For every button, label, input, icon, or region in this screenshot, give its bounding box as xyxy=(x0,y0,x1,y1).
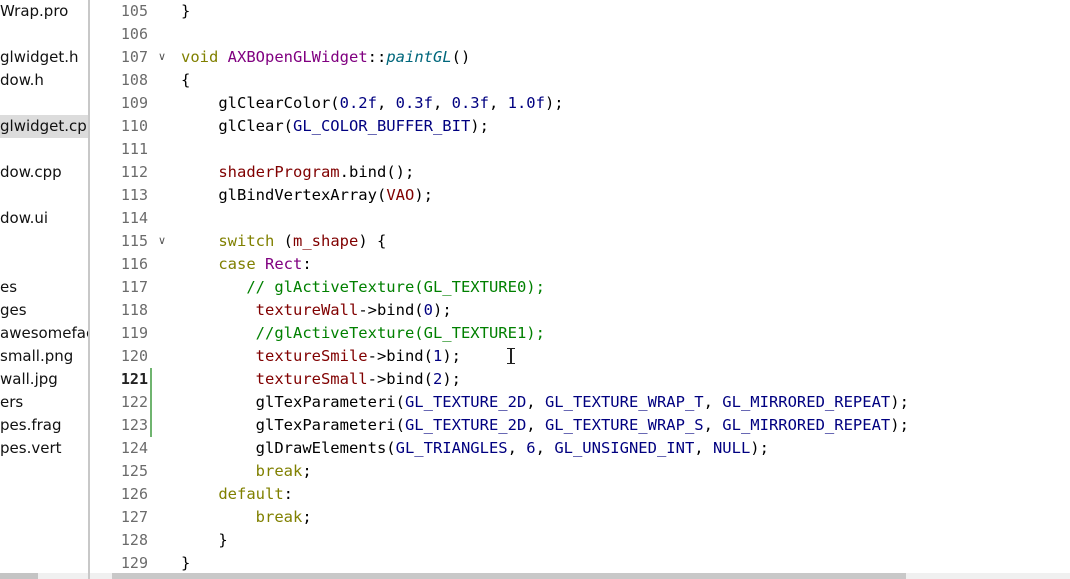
file-item[interactable]: small.png xyxy=(0,347,74,365)
change-marker xyxy=(150,414,152,437)
line-number: 105 xyxy=(120,2,148,20)
line-number: 115 xyxy=(120,232,148,250)
code-line[interactable]: } xyxy=(181,554,191,572)
chevron-down-icon[interactable]: ∨ xyxy=(157,235,167,247)
code-line[interactable]: textureSmall->bind(2); xyxy=(255,370,461,388)
line-number: 116 xyxy=(120,255,148,273)
code-line[interactable]: default: xyxy=(218,485,293,503)
file-item[interactable]: awesomefac xyxy=(0,324,88,342)
text-cursor-icon xyxy=(507,348,515,364)
code-line[interactable]: glBindVertexArray(VAO); xyxy=(181,186,433,204)
editor-horizontal-scrollbar[interactable] xyxy=(90,573,1070,579)
code-line[interactable]: //glActiveTexture(GL_TEXTURE1); xyxy=(255,324,545,342)
code-line[interactable]: } xyxy=(181,2,191,20)
file-item[interactable]: pes.frag xyxy=(0,416,62,434)
line-number: 122 xyxy=(120,393,148,411)
line-number: 121 xyxy=(120,370,148,388)
file-item[interactable]: Wrap.pro xyxy=(0,2,69,20)
code-line[interactable]: break; xyxy=(255,462,312,480)
line-number: 106 xyxy=(120,25,148,43)
line-number-gutter xyxy=(90,0,176,579)
chevron-down-icon[interactable]: ∨ xyxy=(157,51,167,63)
line-number: 117 xyxy=(120,278,148,296)
code-line[interactable]: glDrawElements(GL_TRIANGLES, 6, GL_UNSIG… xyxy=(181,439,769,457)
code-line[interactable]: glTexParameteri(GL_TEXTURE_2D, GL_TEXTUR… xyxy=(181,393,909,411)
line-number: 126 xyxy=(120,485,148,503)
line-number: 128 xyxy=(120,531,148,549)
line-number: 124 xyxy=(120,439,148,457)
file-item[interactable]: ers xyxy=(0,393,24,411)
line-number: 120 xyxy=(120,347,148,365)
line-number: 125 xyxy=(120,462,148,480)
line-number: 123 xyxy=(120,416,148,434)
code-line[interactable]: break; xyxy=(255,508,312,526)
line-number: 107 xyxy=(120,48,148,66)
file-item[interactable]: es xyxy=(0,278,18,296)
code-line[interactable]: glClear(GL_COLOR_BUFFER_BIT); xyxy=(181,117,489,135)
code-line[interactable]: glClearColor(0.2f, 0.3f, 0.3f, 1.0f); xyxy=(181,94,564,112)
code-line[interactable]: } xyxy=(181,531,228,549)
change-marker xyxy=(150,368,152,391)
code-line[interactable]: textureSmile->bind(1); xyxy=(255,347,461,365)
sidebar-divider[interactable] xyxy=(88,0,90,579)
line-number: 109 xyxy=(120,94,148,112)
file-item[interactable]: dow.cpp xyxy=(0,163,62,181)
line-number: 111 xyxy=(120,140,148,158)
sidebar-scrollbar-thumb[interactable] xyxy=(0,573,38,579)
line-number: 127 xyxy=(120,508,148,526)
code-line[interactable]: switch (m_shape) { xyxy=(218,232,387,250)
line-number: 129 xyxy=(120,554,148,572)
file-item[interactable]: dow.h xyxy=(0,71,44,89)
code-line[interactable]: shaderProgram.bind(); xyxy=(218,163,415,181)
line-number: 119 xyxy=(120,324,148,342)
line-number: 108 xyxy=(120,71,148,89)
file-item[interactable]: pes.vert xyxy=(0,439,62,457)
code-line[interactable]: { xyxy=(181,71,191,89)
file-item[interactable]: ges xyxy=(0,301,27,319)
editor-scrollbar-thumb[interactable] xyxy=(112,573,906,579)
code-line[interactable]: void AXBOpenGLWidget::paintGL() xyxy=(181,48,471,66)
code-line[interactable]: // glActiveTexture(GL_TEXTURE0); xyxy=(246,278,545,296)
code-line[interactable]: textureWall->bind(0); xyxy=(255,301,452,319)
project-file-tree: Wrap.pro glwidget.h dow.h glwidget.cpp dow.c… xyxy=(0,0,88,579)
change-marker xyxy=(150,391,152,414)
code-line[interactable]: glTexParameteri(GL_TEXTURE_2D, GL_TEXTUR… xyxy=(181,416,909,434)
line-number: 110 xyxy=(120,117,148,135)
sidebar-horizontal-scrollbar[interactable] xyxy=(0,573,88,579)
line-number: 112 xyxy=(120,163,148,181)
line-number: 114 xyxy=(120,209,148,227)
file-item[interactable]: glwidget.cpp xyxy=(0,115,88,138)
line-number: 113 xyxy=(120,186,148,204)
code-line[interactable]: case Rect: xyxy=(218,255,312,273)
file-item[interactable]: dow.ui xyxy=(0,209,49,227)
line-number: 118 xyxy=(120,301,148,319)
file-item[interactable]: glwidget.h xyxy=(0,48,79,66)
file-item[interactable]: wall.jpg xyxy=(0,370,58,388)
